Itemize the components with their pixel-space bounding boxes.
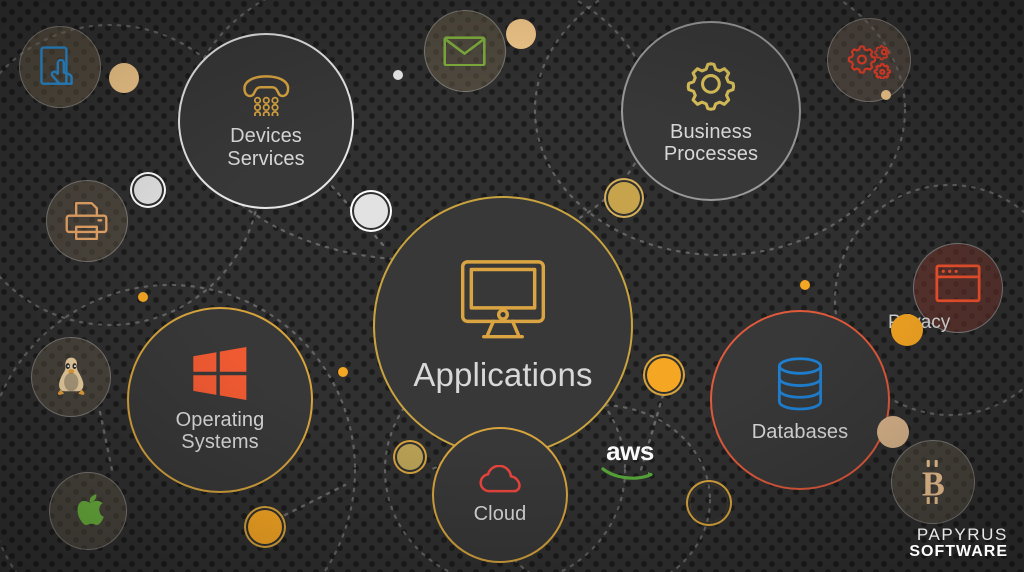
linux-penguin-icon xyxy=(54,356,88,398)
accent-dot-gold-dot-ringed-a xyxy=(608,182,640,214)
aws-logo: aws xyxy=(594,438,666,481)
bitcoin-icon: B xyxy=(917,459,950,505)
dotted-connector xyxy=(639,393,665,472)
dotted-connector xyxy=(283,483,347,517)
aws-wordmark: aws xyxy=(606,436,654,466)
aws-smile-icon xyxy=(601,467,653,480)
accent-dot-orange-dot-privacy xyxy=(891,314,923,346)
envelope-icon xyxy=(443,35,487,67)
bubble-label-cloud: Cloud xyxy=(473,502,527,525)
accent-dot-white-dot-ringed-a xyxy=(134,176,162,204)
printer-icon xyxy=(65,201,108,241)
dotted-orbit xyxy=(833,183,1024,417)
accent-dot-cream-dot-databases xyxy=(877,416,909,448)
accent-dot-cream-dot-envelope xyxy=(506,19,536,49)
accent-dot-orange-dot-ringed-b xyxy=(248,510,282,544)
windows-logo-icon xyxy=(191,346,249,400)
dotted-connector xyxy=(98,410,114,472)
icon-bubble-gears[interactable] xyxy=(827,18,911,102)
tablet-touch-icon xyxy=(38,45,81,88)
dotted-orbit xyxy=(533,0,907,257)
icon-bubble-envelope[interactable] xyxy=(424,10,506,92)
accent-dot-cream-dot-top-left xyxy=(109,63,139,93)
bubble-databases[interactable]: Databases xyxy=(710,310,890,490)
accent-dot-empty-ring-bottom xyxy=(690,484,728,522)
icon-bubble-printer[interactable] xyxy=(46,180,128,262)
icon-bubble-apple[interactable] xyxy=(49,472,127,550)
dotted-orbit xyxy=(0,283,357,572)
accent-dot-tiny-white-dot xyxy=(393,70,403,80)
monitor-icon xyxy=(455,258,551,342)
bubble-cloud[interactable]: Cloud xyxy=(432,427,568,563)
icon-bubble-linux[interactable] xyxy=(31,337,111,417)
accent-dot-gold-dot-ringed-b xyxy=(397,444,423,470)
accent-dot-tiny-orange-dot-a xyxy=(138,292,148,302)
bubble-label-databases: Databases xyxy=(751,421,849,444)
telephone-icon xyxy=(239,72,294,117)
apple-logo-icon xyxy=(71,491,105,532)
bubble-privacy[interactable] xyxy=(913,243,1003,333)
papyrus-software-logo: PAPYRUS SOFTWARE xyxy=(909,526,1008,560)
cloud-icon xyxy=(479,464,521,494)
browser-window-icon xyxy=(935,264,981,303)
gear-icon xyxy=(683,56,739,112)
brand-line-2: SOFTWARE xyxy=(909,543,1008,560)
database-icon xyxy=(776,356,824,412)
bubble-label-applications: Applications xyxy=(413,355,593,393)
brand-line-1: PAPYRUS xyxy=(916,525,1008,544)
accent-dot-white-dot-ringed-b xyxy=(354,194,388,228)
dotted-orbit xyxy=(383,353,627,572)
accent-dot-tiny-orange-dot-c xyxy=(800,280,810,290)
accent-dot-orange-dot-ringed-a xyxy=(647,358,681,392)
accent-dot-tiny-cream-dot-gears xyxy=(881,90,891,100)
gears-icon xyxy=(847,41,891,79)
icon-bubble-bitcoin[interactable]: B xyxy=(891,440,975,524)
accent-dot-tiny-orange-dot-b xyxy=(338,367,348,377)
icon-bubble-tablet-touch[interactable] xyxy=(19,26,101,108)
bubble-applications[interactable]: Applications xyxy=(373,196,633,456)
svg-text:B: B xyxy=(922,465,945,503)
